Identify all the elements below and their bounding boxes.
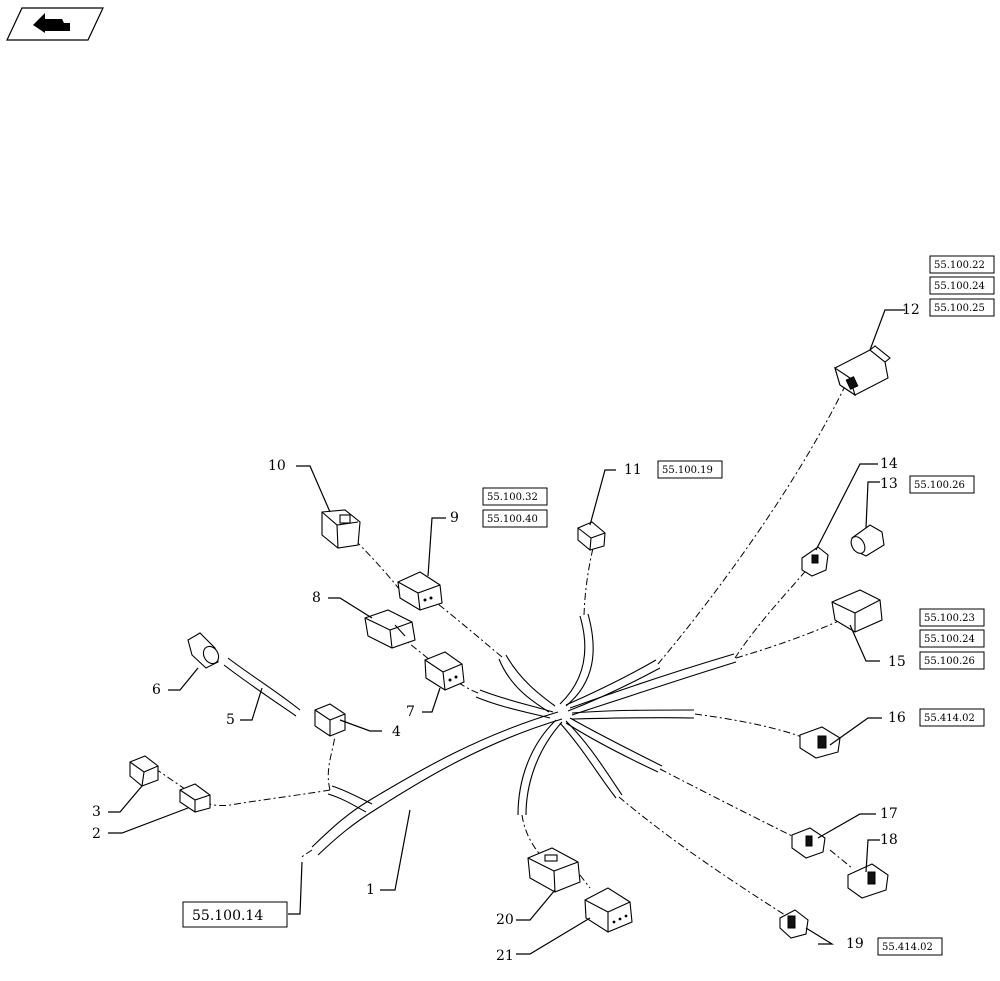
- connector-14[interactable]: [801, 546, 829, 577]
- svg-text:55.100.26: 55.100.26: [914, 480, 965, 491]
- callout-20: 20: [496, 912, 514, 928]
- connector-17[interactable]: [791, 827, 826, 859]
- leader-lines: [108, 309, 905, 955]
- svg-text:55.414.02: 55.414.02: [924, 713, 975, 724]
- callout-17: 17: [880, 806, 898, 822]
- svg-text:55.100.40: 55.100.40: [487, 514, 538, 525]
- connector-7[interactable]: [424, 651, 465, 691]
- connector-13[interactable]: [848, 524, 885, 557]
- connector-10[interactable]: [321, 509, 361, 549]
- connector-15[interactable]: [831, 589, 883, 633]
- callout-numbers: 1 2 3 4 5 6 7 8 9 10 11 12 13 14 15 16 1…: [92, 302, 920, 964]
- ref-box-9-a[interactable]: 55.100.32: [482, 487, 548, 506]
- callout-6: 6: [152, 682, 161, 698]
- ref-box-12-b[interactable]: 55.100.24: [929, 276, 995, 295]
- svg-text:55.100.23: 55.100.23: [924, 613, 975, 624]
- connector-wires: [149, 379, 853, 916]
- ref-box-15-b[interactable]: 55.100.24: [919, 629, 985, 648]
- connector-16[interactable]: [799, 726, 841, 759]
- callout-14: 14: [880, 456, 898, 472]
- callout-4: 4: [392, 724, 401, 740]
- ref-box-16[interactable]: 55.414.02: [919, 708, 985, 727]
- connector-6[interactable]: [187, 632, 222, 669]
- callout-13: 13: [880, 476, 898, 492]
- svg-text:55.100.14: 55.100.14: [192, 908, 263, 924]
- connector-2[interactable]: [179, 783, 211, 813]
- callout-16: 16: [888, 710, 906, 726]
- ref-box-19[interactable]: 55.414.02: [877, 937, 943, 956]
- main-harness: [223, 613, 737, 856]
- ref-box-15-a[interactable]: 55.100.23: [919, 608, 985, 627]
- callout-1: 1: [366, 882, 375, 898]
- svg-text:55.414.02: 55.414.02: [882, 942, 933, 953]
- back-arrow-icon[interactable]: [6, 7, 104, 41]
- svg-text:55.100.32: 55.100.32: [487, 492, 538, 503]
- connector-20[interactable]: [527, 847, 581, 893]
- callout-7: 7: [406, 704, 415, 720]
- callout-18: 18: [880, 832, 898, 848]
- ref-box-15-c[interactable]: 55.100.26: [919, 651, 985, 670]
- callout-10: 10: [268, 458, 286, 474]
- callout-15: 15: [888, 654, 906, 670]
- connector-11[interactable]: [577, 521, 606, 551]
- callout-8: 8: [312, 590, 321, 606]
- svg-text:55.100.19: 55.100.19: [662, 465, 713, 476]
- connector-21[interactable]: [584, 887, 633, 933]
- callout-19: 19: [846, 936, 864, 952]
- svg-text:55.100.22: 55.100.22: [934, 260, 985, 271]
- reference-boxes: 55.100.22 55.100.24 55.100.25 55.100.19 …: [182, 255, 995, 956]
- connector-19[interactable]: [779, 909, 809, 939]
- connector-3[interactable]: [129, 755, 159, 787]
- ref-box-1[interactable]: 55.100.14: [182, 901, 288, 928]
- connector-12[interactable]: [834, 345, 891, 397]
- ref-box-12-a[interactable]: 55.100.22: [929, 255, 995, 274]
- ref-box-11[interactable]: 55.100.19: [657, 460, 723, 479]
- callout-11: 11: [624, 462, 642, 478]
- callout-2: 2: [92, 826, 101, 842]
- connector-4[interactable]: [314, 703, 346, 737]
- ref-box-12-c[interactable]: 55.100.25: [929, 298, 995, 317]
- ref-box-13[interactable]: 55.100.26: [909, 475, 975, 494]
- callout-21: 21: [496, 948, 514, 964]
- callout-5: 5: [226, 712, 235, 728]
- callout-12: 12: [902, 302, 920, 318]
- connector-9[interactable]: [397, 571, 443, 611]
- ref-box-9-b[interactable]: 55.100.40: [482, 509, 548, 528]
- callout-9: 9: [450, 510, 459, 526]
- callout-3: 3: [92, 804, 101, 820]
- svg-text:55.100.25: 55.100.25: [934, 303, 985, 314]
- connector-18[interactable]: [847, 863, 889, 899]
- svg-text:55.100.24: 55.100.24: [934, 281, 985, 292]
- svg-text:55.100.26: 55.100.26: [924, 656, 975, 667]
- svg-text:55.100.24: 55.100.24: [924, 634, 975, 645]
- connector-8[interactable]: [364, 609, 416, 649]
